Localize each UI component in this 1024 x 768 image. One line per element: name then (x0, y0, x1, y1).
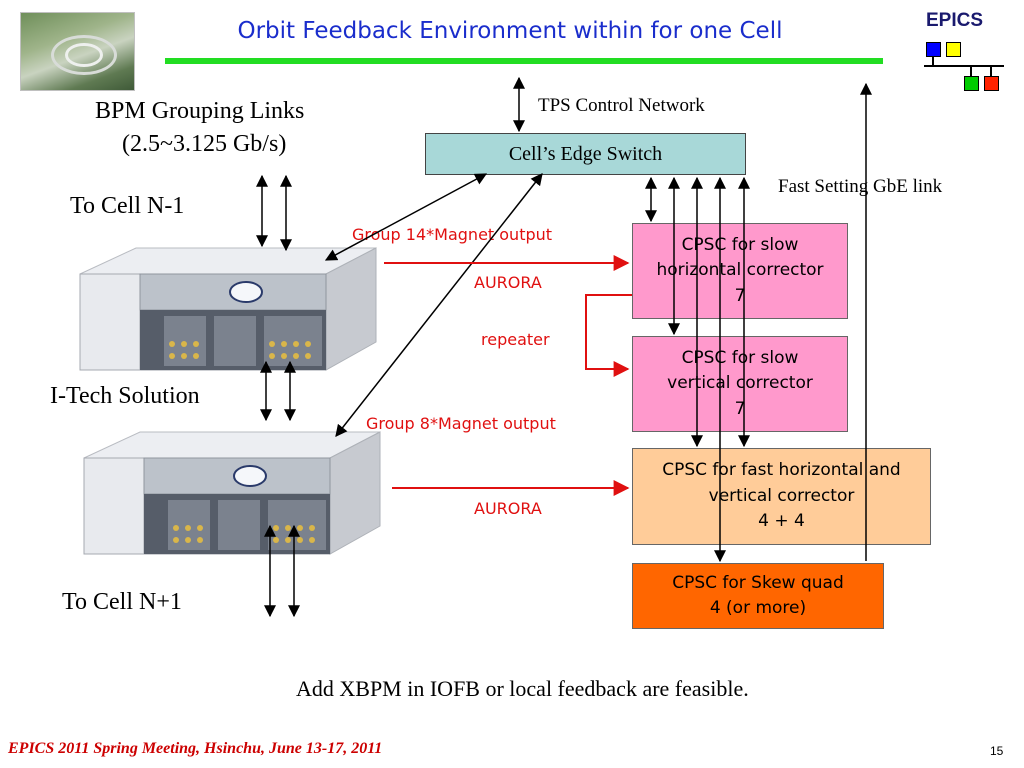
bpm-links-title: BPM Grouping Links (95, 98, 305, 124)
edge-switch-box: Cell’s Edge Switch (425, 133, 746, 175)
to-cell-next-label: To Cell N+1 (62, 589, 182, 615)
epics-logo-text: EPICS (926, 10, 984, 31)
fast-hv-line2: vertical corrector (708, 485, 855, 506)
cpsc-fast-hv-box: CPSC for fast horizontal and vertical co… (632, 448, 931, 545)
logo-square-green (964, 76, 979, 91)
title-underline (165, 58, 883, 64)
fast-hv-count: 4 + 4 (758, 511, 805, 532)
itech-solution-label: I-Tech Solution (50, 383, 200, 409)
bpm-links-rate: (2.5~3.125 Gb/s) (122, 131, 287, 157)
footer-meeting: EPICS 2011 Spring Meeting, Hsinchu, June… (8, 740, 383, 757)
cpsc-skew-quad-box: CPSC for Skew quad 4 (or more) (632, 563, 884, 629)
facility-photo (20, 12, 135, 91)
aurora-bottom-label: AURORA (474, 499, 542, 518)
fast-setting-label: Fast Setting GbE link (778, 176, 943, 197)
page-number: 15 (990, 744, 1004, 758)
skew-line2: 4 (or more) (709, 598, 807, 618)
xbpm-note: Add XBPM in IOFB or local feedback are f… (296, 676, 749, 701)
to-cell-prev-label: To Cell N-1 (70, 193, 185, 219)
skew-line1: CPSC for Skew quad (672, 573, 844, 594)
edge-switch-label: Cell’s Edge Switch (508, 143, 663, 165)
logo-square-yellow (946, 42, 961, 57)
bpm-chassis-top (76, 244, 386, 379)
tps-network-label: TPS Control Network (538, 95, 705, 116)
epics-logo: EPICS (920, 8, 1010, 98)
slide-title: Orbit Feedback Environment within for on… (237, 18, 783, 44)
logo-square-red (984, 76, 999, 91)
